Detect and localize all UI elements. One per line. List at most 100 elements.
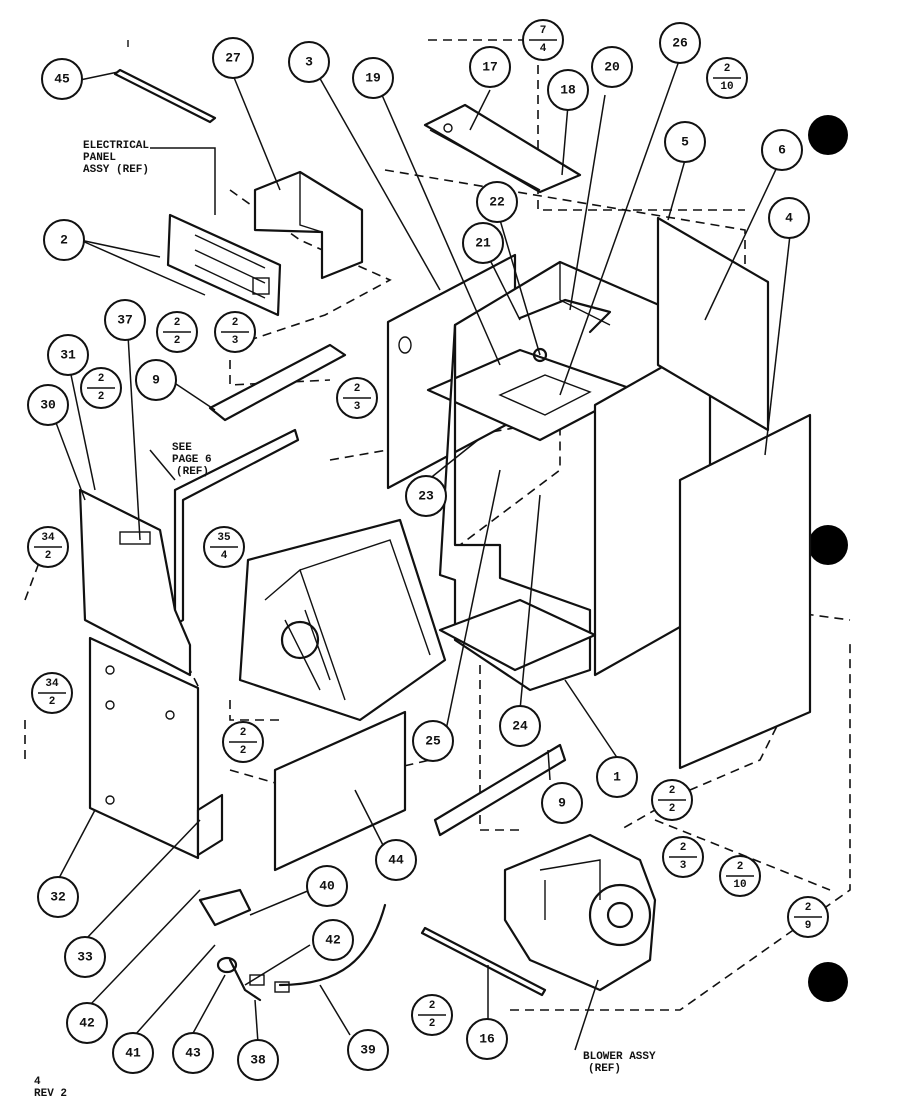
registration-mark-bottom — [808, 962, 848, 1002]
fraction-2-2-d-den: 2 — [669, 803, 676, 815]
fraction-34-2-b-num: 34 — [45, 678, 59, 690]
callout-24: 24 — [499, 705, 541, 747]
callout-33: 33 — [64, 936, 106, 978]
fraction-callout-2-3-c: 2 3 — [662, 836, 704, 878]
part-44-filter-panel — [273, 710, 407, 872]
callout-30-label: 30 — [40, 398, 56, 413]
see-page-label-line3: (REF) — [176, 466, 209, 478]
callout-16-label: 16 — [479, 1032, 495, 1047]
fraction-2-10-top-num: 2 — [724, 63, 731, 75]
callout-19: 19 — [352, 57, 394, 99]
fraction-2-10-top-den: 10 — [720, 81, 733, 93]
electrical-panel-label-line1: ELECTRICAL — [83, 140, 149, 152]
callout-42-left-label: 42 — [79, 1016, 95, 1031]
callout-40-label: 40 — [319, 879, 335, 894]
part-32-access-panel — [88, 636, 200, 860]
callout-21-label: 21 — [475, 236, 491, 251]
callout-6-label: 6 — [778, 143, 786, 158]
callout-22-label: 22 — [489, 195, 505, 210]
see-page-label: SEE PAGE 6 (REF) — [172, 442, 212, 478]
fraction-callout-2-2-d: 2 2 — [651, 779, 693, 821]
fraction-callout-34-2-a: 34 2 — [27, 526, 69, 568]
part-17-top-bracket — [423, 103, 582, 194]
fraction-2-2-a-den: 2 — [174, 335, 181, 347]
callout-25: 25 — [412, 720, 454, 762]
callout-21: 21 — [462, 222, 504, 264]
fraction-callout-2-2-c: 2 2 — [222, 721, 264, 763]
electrical-panel-label: ELECTRICAL PANEL ASSY (REF) — [83, 140, 149, 176]
fraction-2-10-bottom-den: 10 — [733, 879, 746, 891]
wiring-harness — [198, 888, 387, 1002]
fraction-2-3-b-num: 2 — [354, 383, 361, 395]
revision-label: REV 2 — [34, 1088, 67, 1100]
callout-42-left: 42 — [66, 1002, 108, 1044]
part-9-upper-rail — [208, 343, 347, 422]
callout-37-label: 37 — [117, 313, 133, 328]
callout-41-label: 41 — [125, 1046, 141, 1061]
fraction-2-3-c-den: 3 — [680, 860, 687, 872]
callout-24-label: 24 — [512, 719, 528, 734]
callout-37: 37 — [104, 299, 146, 341]
callout-20-label: 20 — [604, 60, 620, 75]
part-33-bracket — [196, 793, 224, 857]
fraction-34-2-a-den: 2 — [45, 550, 52, 562]
callout-44: 44 — [375, 839, 417, 881]
fraction-2-2-b-den: 2 — [98, 391, 105, 403]
fraction-2-3-a-den: 3 — [232, 335, 239, 347]
fraction-callout-34-2-b: 34 2 — [31, 672, 73, 714]
callout-38-label: 38 — [250, 1053, 266, 1068]
callout-32-label: 32 — [50, 890, 66, 905]
fraction-2-2-e-num: 2 — [429, 1000, 436, 1012]
see-page-label-line1: SEE — [172, 442, 192, 454]
callout-41: 41 — [112, 1032, 154, 1074]
callout-31-label: 31 — [60, 348, 76, 363]
fraction-7-4-den: 4 — [540, 43, 547, 55]
callout-43: 43 — [172, 1032, 214, 1074]
callout-42-right-label: 42 — [325, 933, 341, 948]
callout-43-label: 43 — [185, 1046, 201, 1061]
blower-assy-label-line1: BLOWER ASSY — [583, 1051, 656, 1063]
fraction-7-4-num: 7 — [540, 25, 547, 37]
fraction-35-4-num: 35 — [217, 532, 231, 544]
fraction-callout-2-10-bottom: 2 10 — [719, 855, 761, 897]
fraction-callout-2-2-b: 2 2 — [80, 367, 122, 409]
fraction-2-2-c-num: 2 — [240, 727, 247, 739]
callout-44-label: 44 — [388, 853, 404, 868]
callout-17: 17 — [469, 46, 511, 88]
part-16-blower-rail — [420, 926, 547, 997]
callout-27: 27 — [212, 37, 254, 79]
fraction-2-3-c-num: 2 — [680, 842, 687, 854]
fraction-2-9-num: 2 — [805, 902, 812, 914]
callout-42-right: 42 — [312, 919, 354, 961]
electrical-panel-assy — [166, 213, 282, 317]
callout-3-label: 3 — [305, 55, 313, 70]
fraction-callout-35-4: 35 4 — [203, 526, 245, 568]
callout-9-upper: 9 — [135, 359, 177, 401]
callout-22: 22 — [476, 181, 518, 223]
part-27-control-box — [253, 170, 364, 280]
fraction-callout-2-3-a: 2 3 — [214, 311, 256, 353]
fraction-callout-2-9: 2 9 — [787, 896, 829, 938]
callout-20: 20 — [591, 46, 633, 88]
callout-9-upper-label: 9 — [152, 373, 160, 388]
registration-mark-top — [808, 115, 848, 155]
callout-30: 30 — [27, 384, 69, 426]
fraction-35-4-den: 4 — [221, 550, 228, 562]
blower-assy-label: BLOWER ASSY (REF) — [583, 1051, 656, 1075]
part-30-front-panel — [78, 488, 192, 677]
page-footer: 4 REV 2 — [34, 1076, 67, 1100]
fraction-2-2-c-den: 2 — [240, 745, 247, 757]
page-number: 4 — [34, 1076, 41, 1088]
callout-6: 6 — [761, 129, 803, 171]
callout-1: 1 — [596, 756, 638, 798]
fraction-2-9-den: 9 — [805, 920, 812, 932]
callout-1-label: 1 — [613, 770, 621, 785]
fraction-callout-2-2-e: 2 2 — [411, 994, 453, 1036]
callout-25-label: 25 — [425, 734, 441, 749]
callout-18-label: 18 — [560, 83, 576, 98]
part-9-lower-rail — [433, 743, 567, 837]
callout-45: 45 — [41, 58, 83, 100]
callout-2: 2 — [43, 219, 85, 261]
